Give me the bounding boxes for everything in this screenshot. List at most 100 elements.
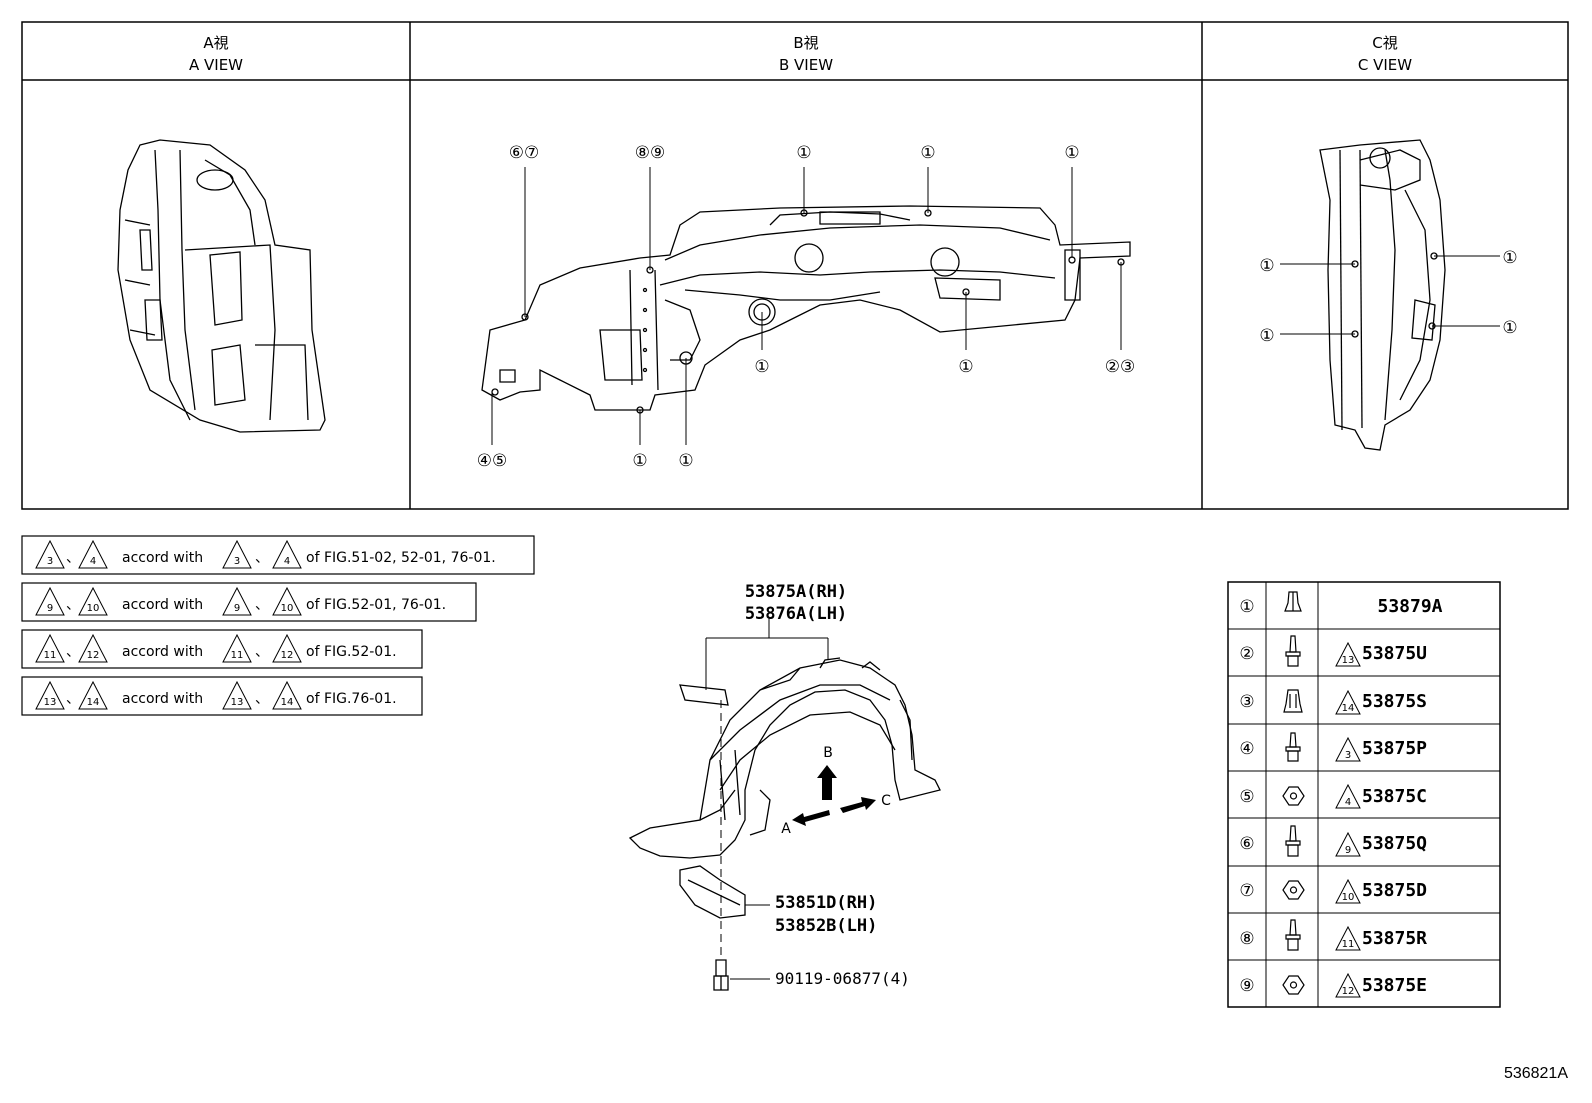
note-tri: 10 (281, 603, 294, 614)
note-fig-ref: of FIG.52-01. (306, 644, 397, 660)
seal-lh-part-number: 53852B(LH) (775, 916, 877, 936)
c-view-liner-drawing (1319, 139, 1446, 451)
note-row-1: 3 、 4 accord with 3 、 4 of FIG.51-02, 52… (21, 535, 535, 575)
table-row: ① 53879A (1239, 591, 1443, 617)
table-row: ③ 14 53875S (1239, 689, 1427, 715)
arrow-a-icon (792, 810, 830, 826)
note-sep: 、 (255, 691, 269, 707)
note-tri: 9 (234, 603, 240, 614)
b-view-title-en: B VIEW (779, 56, 833, 74)
row-number: ⑨ (1239, 976, 1254, 996)
nut-icon (1282, 975, 1305, 995)
row-number: ② (1239, 644, 1254, 664)
note-sep: 、 (255, 644, 269, 660)
c-view-leader-lines (1280, 255, 1500, 335)
callout-1: ① (1502, 248, 1517, 268)
row-number: ⑥ (1239, 834, 1254, 854)
b-view-liner-drawing (481, 205, 1131, 414)
row-number: ④ (1239, 739, 1254, 759)
note-sep: 、 (66, 644, 80, 660)
part-code: 53875S (1362, 691, 1427, 712)
callout-1: ① (1259, 326, 1274, 346)
a-view-title-jp: A視 (203, 34, 228, 52)
seal-rh-part-number: 53851D(RH) (775, 893, 877, 913)
row-number: ⑧ (1239, 929, 1254, 949)
c-view-title-jp: C視 (1372, 34, 1397, 52)
grommet-icon (1283, 689, 1303, 713)
note-accord: accord with (122, 691, 203, 707)
callout-2-3: ②③ (1105, 357, 1135, 377)
note-tri: 3 (47, 556, 53, 567)
callout-1: ① (1259, 256, 1274, 276)
note-tri: 3 (234, 556, 240, 567)
b-view-callouts: ⑥⑦ ⑧⑨ ① ① ① ① ① ②③ ④⑤ ① ① (477, 143, 1135, 471)
note-accord: accord with (122, 597, 203, 613)
screw-icon (1285, 732, 1301, 762)
callout-1: ① (678, 451, 693, 471)
note-sep: 、 (255, 597, 269, 613)
part-code: 53875D (1362, 880, 1427, 901)
row-number: ⑦ (1239, 881, 1254, 901)
note-sep: 、 (66, 597, 80, 613)
assembly-guide-lines (705, 618, 829, 980)
accord-notes: 3 、 4 accord with 3 、 4 of FIG.51-02, 52… (21, 535, 535, 716)
tri-ref: 11 (1342, 939, 1355, 950)
callout-1: ① (1064, 143, 1079, 163)
note-tri: 4 (90, 556, 96, 567)
view-panels: A視 A VIEW B視 B VIEW C視 C VIEW (21, 21, 1569, 510)
note-sep: 、 (255, 550, 269, 566)
fastener-table: ① 53879A ② 13 53875U ③ (1227, 581, 1501, 1008)
c-view-title-en: C VIEW (1358, 56, 1412, 74)
tri-ref: 9 (1345, 845, 1351, 856)
nut-icon (1282, 786, 1305, 806)
liner-rh-part-number: 53875A(RH) (745, 582, 847, 602)
tri-ref: 14 (1342, 703, 1355, 714)
table-row: ⑨ 12 53875E (1239, 972, 1427, 998)
screw-icon (1285, 635, 1301, 667)
table-row: ⑧ 11 53875R (1239, 919, 1427, 951)
part-code: 53875P (1362, 738, 1427, 759)
arrow-b-label: B (823, 745, 833, 761)
note-tri: 10 (87, 603, 100, 614)
tri-ref: 13 (1342, 655, 1355, 666)
arrow-b-icon (817, 765, 837, 800)
note-tri: 14 (281, 697, 294, 708)
note-tri: 13 (231, 697, 244, 708)
table-row: ② 13 53875U (1239, 635, 1427, 667)
table-row: ⑥ 9 53875Q (1239, 825, 1427, 857)
callout-1: ① (754, 357, 769, 377)
note-row-2: 9 、 10 accord with 9 、 10 of FIG.52-01, … (21, 582, 477, 622)
callout-8-9: ⑧⑨ (635, 143, 665, 163)
callout-1: ① (632, 451, 647, 471)
part-code: 53875U (1362, 643, 1427, 664)
part-number-labels: 53875A(RH) 53876A(LH) 53851D(RH) 53852B(… (745, 582, 910, 988)
tri-ref: 12 (1342, 986, 1355, 997)
row-number: ⑤ (1239, 787, 1254, 807)
note-row-4: 13 、 14 accord with 13 、 14 of FIG.76-01… (21, 676, 423, 716)
callout-1: ① (958, 357, 973, 377)
callout-6-7: ⑥⑦ (509, 143, 539, 163)
b-view-leader-lines (491, 167, 1122, 445)
table-row: ⑦ 10 53875D (1239, 878, 1427, 904)
screw-icon (1285, 919, 1301, 951)
view-direction-arrows: B A C (781, 745, 891, 837)
table-row: ⑤ 4 53875C (1239, 783, 1427, 809)
table-row: ④ 3 53875P (1239, 732, 1427, 762)
part-code: 53879A (1377, 596, 1442, 617)
note-sep: 、 (66, 691, 80, 707)
screw-icon (1285, 825, 1301, 857)
note-accord: accord with (122, 550, 203, 566)
row-number: ③ (1239, 692, 1254, 712)
tri-ref: 4 (1345, 797, 1351, 808)
tri-ref: 10 (1342, 892, 1355, 903)
note-tri: 12 (87, 650, 100, 661)
liner-lh-part-number: 53876A(LH) (745, 604, 847, 624)
note-row-3: 11 、 12 accord with 11 、 12 of FIG.52-01… (21, 629, 423, 669)
note-tri: 11 (231, 650, 244, 661)
a-view-title-en: A VIEW (189, 56, 243, 74)
note-tri: 13 (44, 697, 57, 708)
part-code: 53875R (1362, 928, 1427, 949)
note-tri: 11 (44, 650, 57, 661)
figure-id: 536821A (1504, 1065, 1568, 1082)
